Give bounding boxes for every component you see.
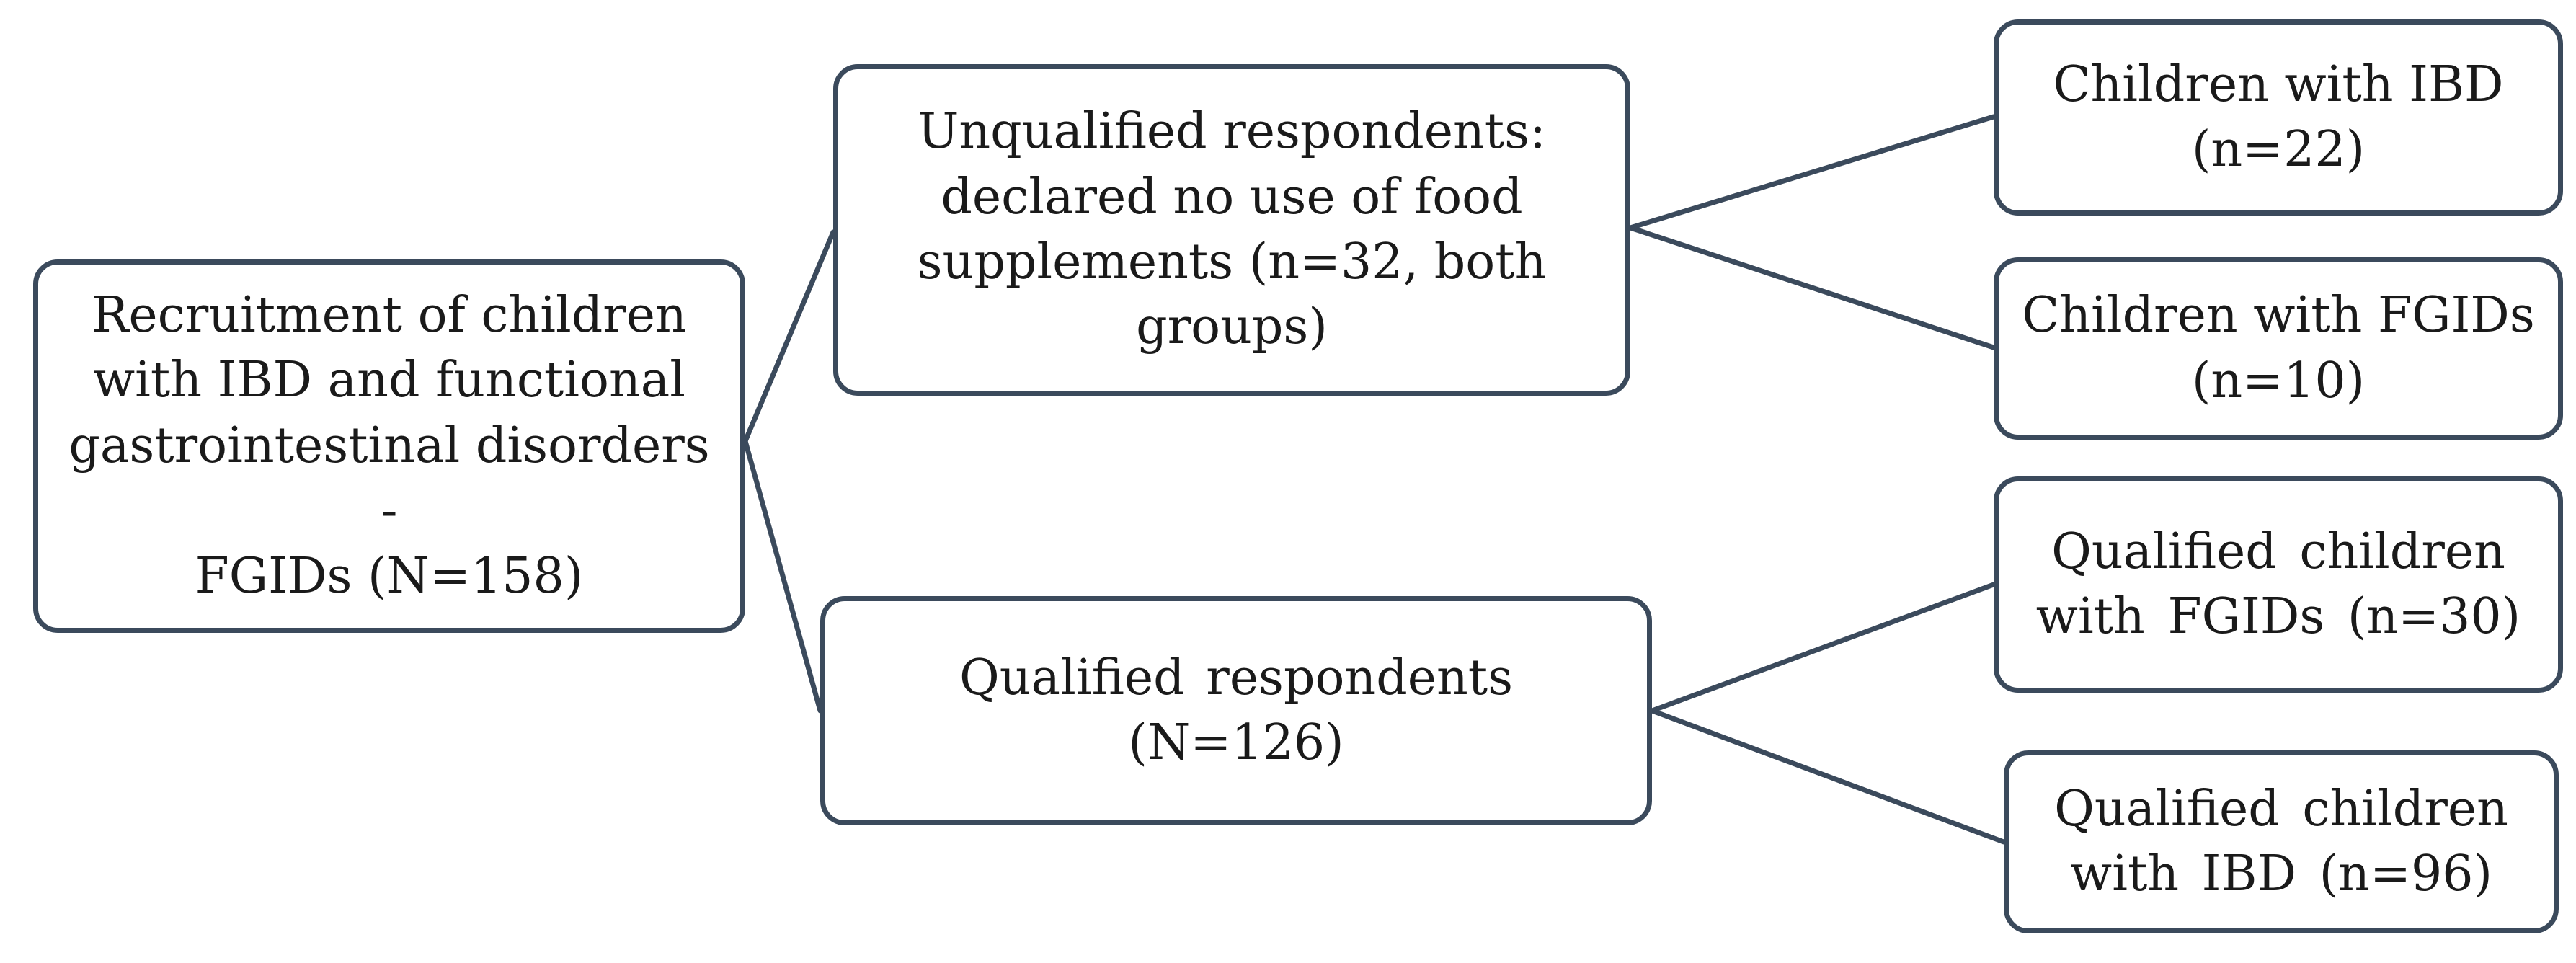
qualified-children-fgids-text: Qualified children with FGIDs (n=30) bbox=[2036, 520, 2521, 650]
unqualified-line-1: Unqualified respondents: bbox=[918, 103, 1546, 161]
children-ibd-text: Children with IBD (n=22) bbox=[2053, 53, 2503, 183]
unqualified-respondents-box: Unqualified respondents: declared no use… bbox=[833, 64, 1630, 396]
recruitment-line-3: gastrointestinal disorders - bbox=[68, 417, 710, 540]
qualified-children-ibd-box: Qualified children with IBD (n=96) bbox=[2004, 750, 2559, 933]
qualified-line-1: Qualified respondents (N=126) bbox=[959, 649, 1514, 771]
children-fgids-line-1: Children with FGIDs bbox=[2022, 287, 2535, 345]
qualified-fgids-line-2: with FGIDs (n=30) bbox=[2035, 588, 2521, 645]
recruitment-line-1: Recruitment of children bbox=[92, 286, 687, 344]
qualified-respondents-box: Qualified respondents (N=126) bbox=[820, 596, 1652, 825]
qualified-ibd-line-2: with IBD (n=96) bbox=[2069, 846, 2492, 902]
connector-qualified-to-qibd bbox=[1649, 708, 2007, 845]
children-ibd-line-1: Children with IBD bbox=[2053, 56, 2504, 113]
connector-unqualified-to-ibd bbox=[1627, 114, 1997, 231]
qualified-fgids-line-1: Qualified children bbox=[2051, 523, 2505, 580]
connector-root-to-qualified bbox=[742, 438, 823, 714]
qualified-children-ibd-text: Qualified children with IBD (n=96) bbox=[2054, 777, 2508, 907]
connector-root-to-unqualified bbox=[742, 229, 836, 444]
children-ibd-line-2: (n=22) bbox=[2191, 121, 2366, 178]
children-fgids-line-2: (n=10) bbox=[2191, 352, 2366, 409]
recruitment-line-4: FGIDs (N=158) bbox=[195, 547, 584, 605]
qualified-respondents-text: Qualified respondents (N=126) bbox=[843, 646, 1630, 776]
unqualified-respondents-text: Unqualified respondents: declared no use… bbox=[918, 99, 1547, 360]
children-fgids-text: Children with FGIDs (n=10) bbox=[2022, 283, 2534, 414]
unqualified-line-2: declared no use of food bbox=[941, 168, 1523, 226]
connector-unqualified-to-fgids bbox=[1627, 225, 1997, 350]
children-ibd-box: Children with IBD (n=22) bbox=[1994, 19, 2563, 216]
recruitment-line-2: with IBD and functional bbox=[92, 352, 686, 409]
connector-qualified-to-qfgids bbox=[1649, 582, 1997, 714]
recruitment-text: Recruitment of children with IBD and fun… bbox=[55, 283, 723, 609]
qualified-ibd-line-1: Qualified children bbox=[2054, 780, 2508, 838]
recruitment-box: Recruitment of children with IBD and fun… bbox=[33, 259, 745, 633]
children-fgids-box: Children with FGIDs (n=10) bbox=[1994, 257, 2563, 440]
unqualified-line-3: supplements (n=32, both bbox=[917, 234, 1547, 290]
unqualified-line-4: groups) bbox=[1136, 298, 1328, 356]
qualified-children-fgids-box: Qualified children with FGIDs (n=30) bbox=[1994, 476, 2563, 693]
